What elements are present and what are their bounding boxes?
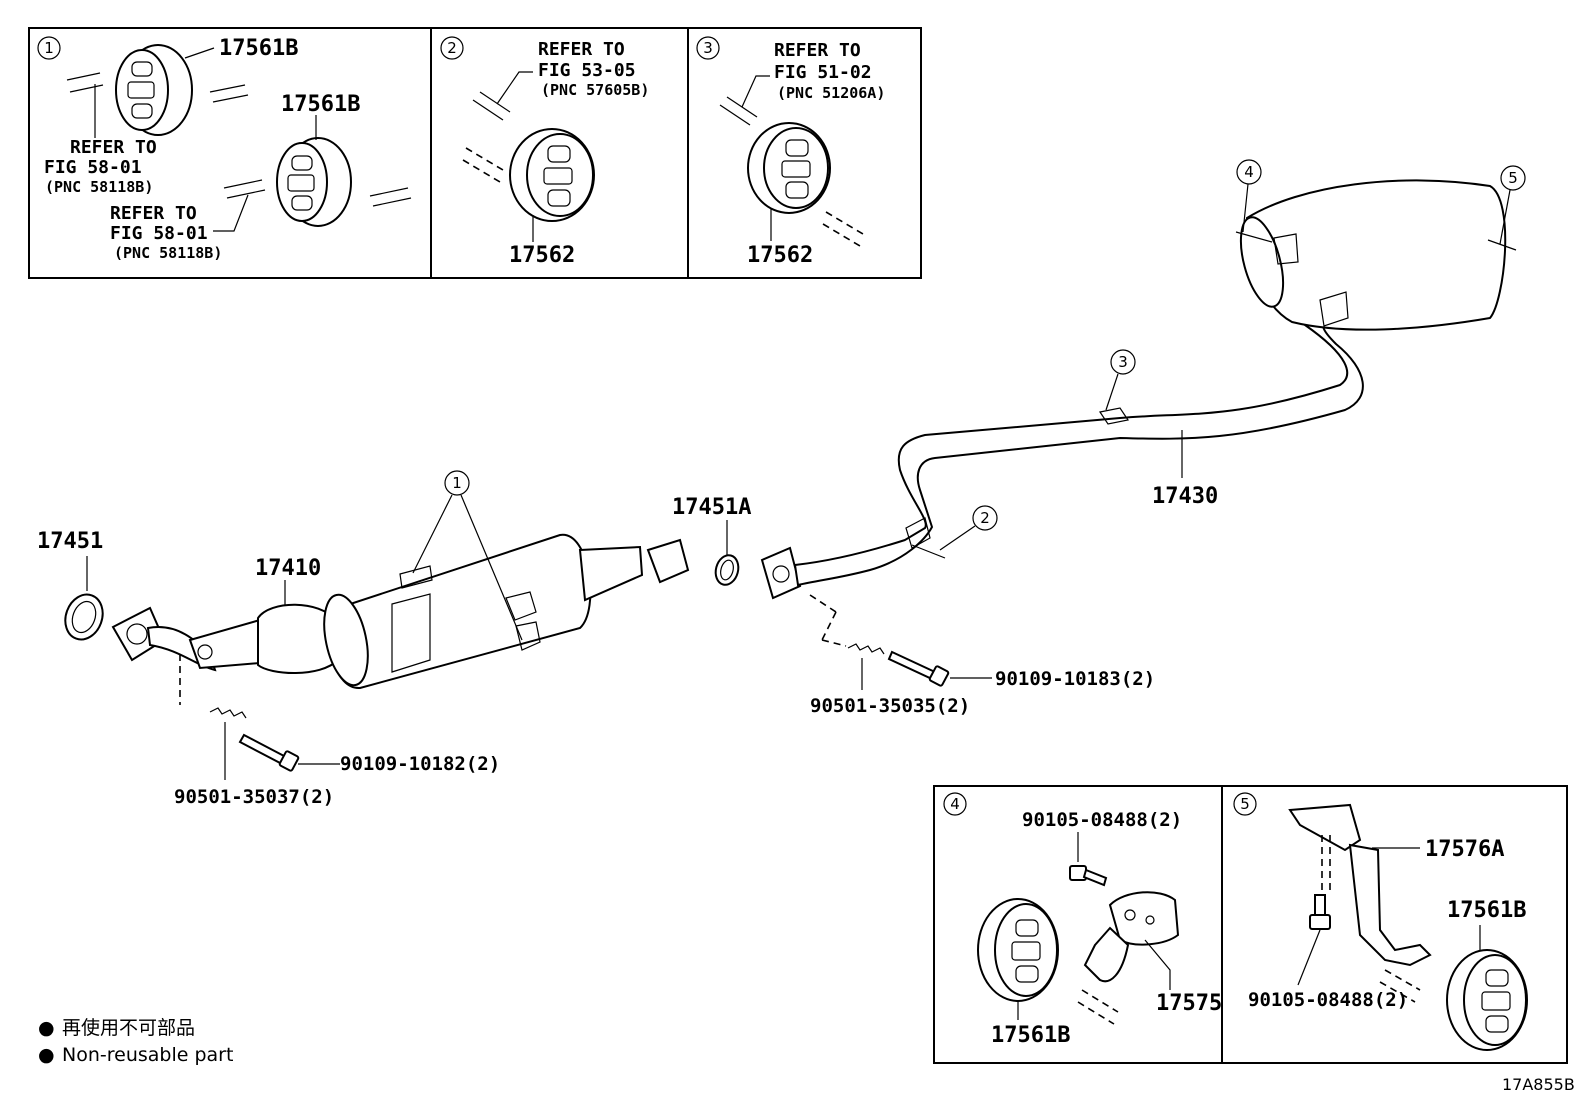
legend: ● 再使用不可部品 ● Non-reusable part [38,1017,233,1066]
label-gasket-mid: 17451A [672,495,751,520]
inset-1-part-mid: 17561B [281,92,360,117]
inset-frame-top [28,27,922,279]
rubber-hanger-17561b-inset4[interactable] [977,898,1059,1002]
inset-3-ref-line1: REFER TO [774,40,861,61]
bolt-90105-08488-inset4[interactable] [1069,865,1108,887]
gasket-17451[interactable] [59,589,109,645]
bracket-17576a[interactable] [1288,803,1432,967]
gasket-17451a[interactable] [712,553,741,588]
inset-1-ref-b-line1: REFER TO [110,203,197,224]
callout-4-circle [1236,159,1262,185]
inset-panel-group-top [28,27,922,279]
inset-5: 5 17576A 90105-08488(2) 17561B [1233,792,1528,1051]
inset-1-marker: 1 [44,39,54,57]
front-exhaust-pipe-17410[interactable] [111,533,690,690]
inset-1-ref-a-line3: (PNC 58118B) [45,178,153,196]
legend-line-jp: 再使用不可部品 [62,1017,195,1039]
inset-5-hanger: 17561B [1447,898,1526,923]
callout-3-circle [1110,349,1136,375]
label-spring-mid: 90501-35035(2) [810,695,970,717]
bolt-90109-10183[interactable] [887,650,950,687]
label-gasket-front: 17451 [37,529,103,554]
inset-frame-bottom [933,785,1568,1064]
legend-bullet-jp: ● [38,1017,55,1039]
spring-90501-35035[interactable] [847,643,885,655]
inset-3-marker: 3 [703,39,713,57]
bolt-90109-10182[interactable] [238,733,300,772]
inset-1-part-top: 17561B [219,36,298,61]
inset-5-bolt: 90105-08488(2) [1248,989,1408,1011]
label-bolt-front: 90109-10182(2) [340,753,500,775]
inset-5-bracket: 17576A [1425,837,1504,862]
inset-2-marker: 2 [447,39,457,57]
inset-4-marker: 4 [950,795,960,813]
bolt-90105-08488-inset5[interactable] [1309,894,1331,930]
label-front-pipe: 17410 [255,556,321,581]
callout-2-circle [972,505,998,531]
callout-3: 3 [1118,353,1128,371]
inset-4: 4 90105-08488(2) 17575 17561B [943,792,1222,1048]
inset-1-ref-b-line3: (PNC 58118B) [114,244,222,262]
rubber-hanger-17561b-mid[interactable] [276,137,352,227]
inset-1: 1 17561B REFER TO FIG 58-01 (PNC 58118B) [37,36,412,262]
label-spring-front: 90501-35037(2) [174,786,334,808]
inset-3-ref-line2: FIG 51-02 [774,62,872,83]
inset-2: 2 REFER TO FIG 53-05 (PNC 57605B) 17562 [440,36,649,268]
inset-1-ref-a-line1: REFER TO [70,137,157,158]
legend-bullet-en: ● [38,1044,55,1066]
inset-2-ref-line1: REFER TO [538,39,625,60]
inset-4-bolt: 90105-08488(2) [1022,809,1182,831]
figure-code: 17A855B [1502,1075,1575,1094]
callout-5-circle [1500,165,1526,191]
callout-5: 5 [1508,169,1518,187]
inset-1-ref-a-line2: FIG 58-01 [44,157,142,178]
main-assembly: 17451 17410 1 [37,159,1526,808]
legend-line-en: Non-reusable part [62,1044,233,1066]
spring-90501-35037[interactable] [209,707,247,719]
inset-2-part: 17562 [509,243,575,268]
inset-panel-group-bottom [933,785,1568,1064]
rubber-hanger-17561b-top[interactable] [115,44,193,136]
inset-3: 3 REFER TO FIG 51-02 (PNC 51206A) 17562 [696,36,885,268]
inset-2-ref-line3: (PNC 57605B) [541,81,649,99]
bracket-17575[interactable] [1083,891,1180,983]
tail-pipe-17430[interactable] [760,179,1507,600]
inset-3-ref-line3: (PNC 51206A) [777,84,885,102]
inset-2-ref-line2: FIG 53-05 [538,60,636,81]
callout-4: 4 [1244,163,1254,181]
label-bolt-mid: 90109-10183(2) [995,668,1155,690]
inset-3-part: 17562 [747,243,813,268]
rubber-hanger-17562-inset2[interactable] [509,128,595,222]
inset-1-ref-b-line2: FIG 58-01 [110,223,208,244]
inset-4-hanger: 17561B [991,1023,1070,1048]
callout-1: 1 [452,474,462,492]
inset-4-bracket: 17575 [1156,991,1222,1016]
inset-5-marker: 5 [1240,795,1250,813]
rubber-hanger-17561b-inset5[interactable] [1446,949,1528,1051]
rubber-hanger-17562-inset3[interactable] [747,122,831,214]
label-tail-pipe: 17430 [1152,484,1218,509]
callout-1-circle [444,470,470,496]
callout-2: 2 [980,509,990,527]
